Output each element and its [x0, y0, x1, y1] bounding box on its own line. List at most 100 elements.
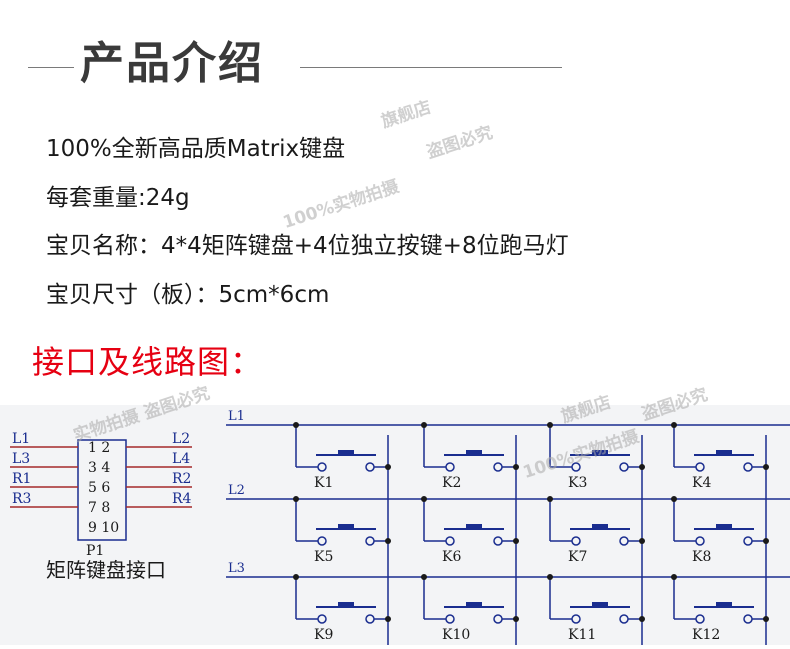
spec-name: 宝贝名称：4*4矩阵键盘+4位独立按键+8位跑马灯: [46, 233, 569, 259]
key-plunger: [592, 450, 608, 455]
key-label: K9: [314, 627, 333, 643]
matrix-row-label: L2: [228, 483, 245, 498]
key-plunger: [466, 524, 482, 529]
key-contact: [365, 536, 375, 546]
junction-dot: [385, 616, 391, 622]
key-contact: [445, 614, 455, 624]
junction-dot: [763, 538, 769, 544]
watermark-text: 100%实物拍摄: [280, 176, 402, 234]
connector-pin-label: L1: [12, 431, 30, 447]
key-contact: [317, 614, 327, 624]
connector-pin-label: R2: [172, 471, 191, 487]
junction-dot: [385, 464, 391, 470]
junction-dot: [639, 464, 645, 470]
junction-dot: [671, 496, 677, 502]
connector-ref: P1: [86, 543, 104, 559]
key-contact: [493, 614, 503, 624]
key-label: K6: [442, 549, 461, 565]
key-label: K2: [442, 475, 461, 491]
junction-dot: [513, 616, 519, 622]
key-label: K7: [568, 549, 587, 565]
key-contact: [743, 536, 753, 546]
key-label: K12: [692, 627, 720, 643]
key-plunger: [716, 524, 732, 529]
key-contact: [695, 614, 705, 624]
key-plunger: [338, 450, 354, 455]
junction-dot: [293, 574, 299, 580]
junction-dot: [421, 574, 427, 580]
key-contact: [365, 614, 375, 624]
pin-number-row: 3 4: [88, 460, 110, 476]
key-contact: [445, 462, 455, 472]
junction-dot: [385, 538, 391, 544]
section-title: 接口及线路图：: [32, 343, 264, 381]
junction-dot: [671, 422, 677, 428]
junction-dot: [639, 538, 645, 544]
key-plunger: [592, 602, 608, 607]
junction-dot: [293, 496, 299, 502]
key-plunger: [466, 602, 482, 607]
connector-body: [77, 439, 127, 541]
key-label: K11: [568, 627, 596, 643]
connector-caption: 矩阵键盘接口: [46, 558, 166, 582]
key-contact: [317, 536, 327, 546]
page-title: 产品介绍: [80, 38, 264, 89]
key-contact: [743, 614, 753, 624]
junction-dot: [421, 422, 427, 428]
key-plunger: [338, 524, 354, 529]
watermark-text: 盗图必究: [424, 122, 496, 163]
key-label: K8: [692, 549, 711, 565]
junction-dot: [763, 464, 769, 470]
key-contact: [695, 536, 705, 546]
junction-dot: [513, 538, 519, 544]
key-contact: [317, 462, 327, 472]
key-plunger: [716, 602, 732, 607]
connector-pin-label: L3: [12, 451, 30, 467]
connector-pin-label: R1: [12, 471, 31, 487]
key-contact: [695, 462, 705, 472]
key-plunger: [338, 602, 354, 607]
junction-dot: [763, 616, 769, 622]
key-label: K10: [442, 627, 470, 643]
key-contact: [619, 462, 629, 472]
connector-pin-label: L4: [172, 451, 190, 467]
key-contact: [743, 462, 753, 472]
key-plunger: [716, 450, 732, 455]
junction-dot: [671, 574, 677, 580]
spec-weight: 每套重量:24g: [46, 185, 190, 211]
key-contact: [571, 536, 581, 546]
connector-pin-label: R4: [172, 491, 192, 507]
key-contact: [493, 536, 503, 546]
watermark-text: 旗舰店: [378, 97, 434, 133]
junction-dot: [547, 574, 553, 580]
connector-pin-numbers: 1 23 45 67 89 10: [88, 440, 119, 536]
key-contact: [571, 614, 581, 624]
key-plunger: [592, 524, 608, 529]
key-label: K1: [314, 475, 333, 491]
pin-number-row: 5 6: [88, 480, 110, 496]
junction-dot: [547, 422, 553, 428]
key-contact: [445, 536, 455, 546]
key-plunger: [466, 450, 482, 455]
junction-dot: [421, 496, 427, 502]
spec-size: 宝贝尺寸（板）：5cm*6cm: [46, 282, 330, 308]
connector-pin-label: R3: [12, 491, 31, 507]
junction-dot: [513, 464, 519, 470]
pin-number-row: 9 10: [88, 520, 119, 536]
header-rule-left: [28, 67, 74, 68]
key-contact: [619, 614, 629, 624]
key-label: K3: [568, 475, 587, 491]
key-label: K5: [314, 549, 333, 565]
connector-pin-label: L2: [172, 431, 190, 447]
key-contact: [619, 536, 629, 546]
junction-dot: [293, 422, 299, 428]
matrix-row-label: L3: [228, 561, 245, 576]
key-contact: [493, 462, 503, 472]
header-rule-right: [300, 67, 562, 68]
key-contact: [365, 462, 375, 472]
